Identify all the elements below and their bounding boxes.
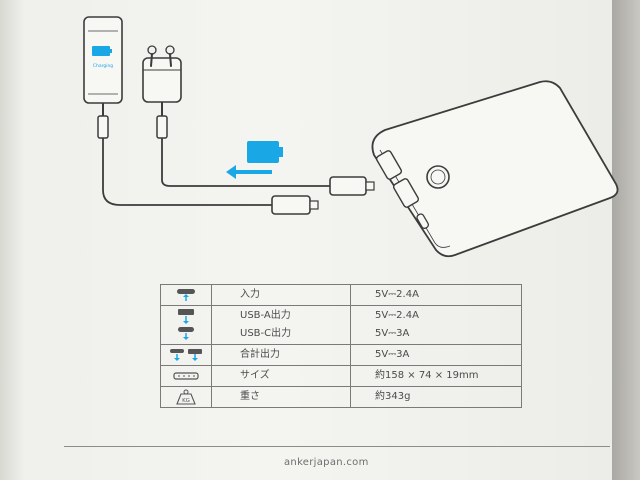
spec-value: 約343g [375, 391, 411, 402]
usb-a-usb-c-output-icon [178, 309, 194, 340]
box-fold-shadow [0, 0, 24, 480]
spec-label: サイズ [240, 370, 270, 381]
earbuds-illustration [142, 45, 182, 103]
phone-illustration: Charging [83, 16, 123, 104]
spec-row-total-output: 合計出力 5V⎓3A [160, 344, 522, 366]
spec-label: USB-A出力 [240, 310, 291, 321]
spec-row-output: USB-A出力 USB-C出力 5V⎓2.4A 5V⎓3A [160, 305, 522, 345]
spec-row-weight: KG 重さ 約343g [160, 386, 522, 408]
battery-icon [247, 141, 279, 163]
box-side-edge [612, 0, 640, 480]
spec-row-size: サイズ 約158 × 74 × 19mm [160, 365, 522, 387]
charging-direction-icon [226, 141, 283, 179]
spec-value: 5V⎓3A [375, 328, 410, 339]
usb-a-port-icon [375, 150, 403, 180]
arrow-left-icon [226, 165, 236, 179]
spec-label: 重さ [240, 391, 260, 402]
power-button-icon [426, 165, 450, 189]
power-bank-illustration [371, 80, 619, 258]
spec-value: 5V⎓2.4A [375, 310, 419, 321]
total-output-icon [170, 349, 202, 361]
usb-cables [97, 102, 375, 215]
spec-value: 約158 × 74 × 19mm [375, 370, 479, 381]
weight-icon: KG [176, 389, 196, 405]
size-icon [173, 372, 199, 380]
spec-value: 5V⎓3A [375, 349, 410, 360]
phone-screen-text: Charging [93, 63, 113, 69]
spec-label: 入力 [240, 289, 260, 300]
website-text: ankerjapan.com [284, 457, 369, 468]
phone-battery-icon [92, 46, 110, 56]
usb-c-port-icon [416, 213, 430, 229]
weight-icon-text: KG [182, 398, 190, 404]
spec-row-input: 入力 5V⎓2.4A [160, 284, 522, 306]
spec-label: 合計出力 [240, 349, 280, 360]
usb-a-port-icon [392, 178, 420, 208]
usb-c-input-icon [177, 289, 195, 301]
spec-table: 入力 5V⎓2.4A USB-A出力 USB-C出力 5V⎓2.4A 5V⎓3A [160, 284, 522, 408]
spec-value: 5V⎓2.4A [375, 289, 419, 300]
spec-label: USB-C出力 [240, 328, 292, 339]
footer-divider [64, 446, 610, 447]
